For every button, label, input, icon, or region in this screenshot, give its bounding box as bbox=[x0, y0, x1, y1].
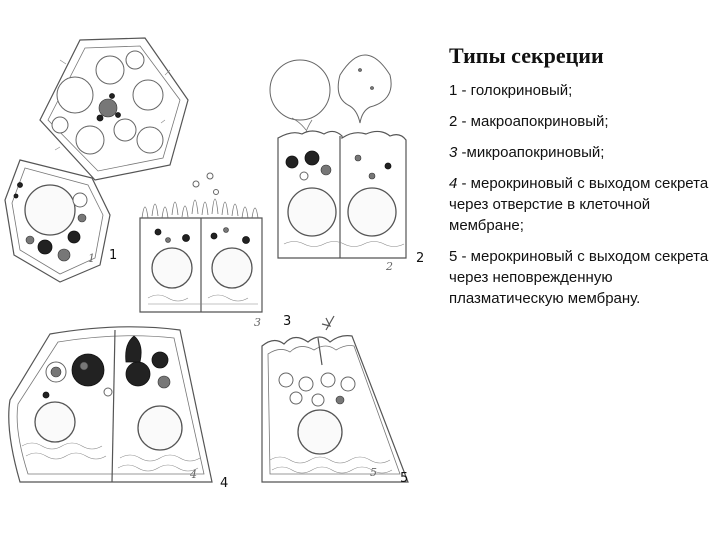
figure-label-1: 1 bbox=[109, 248, 117, 263]
panel-macroapocrine: 2 bbox=[269, 54, 407, 273]
figure-label-5: 5 bbox=[400, 471, 408, 486]
item-text: - мерокриновый с выходом секрета через н… bbox=[449, 248, 709, 307]
secretion-type-item-3: 3 -микроапокриновый; bbox=[449, 142, 711, 163]
secretion-type-item-2: 2 - макроапокриновый; bbox=[449, 111, 711, 132]
secretion-type-item-4: 4 - мерокриновый с выходом секрета через… bbox=[449, 173, 711, 236]
item-text: - макроапокриновый; bbox=[457, 113, 609, 130]
panel-holocrine: 1 bbox=[4, 37, 189, 283]
secretion-types-illustration: 1 3 bbox=[4, 37, 424, 491]
svg-text:3: 3 bbox=[254, 316, 261, 329]
item-text: - голокриновый; bbox=[457, 82, 573, 99]
item-number: 2 bbox=[449, 113, 458, 130]
item-number: 1 bbox=[449, 82, 458, 99]
slide-title: Типы секреции bbox=[449, 43, 604, 68]
svg-text:2: 2 bbox=[385, 260, 393, 273]
panel-microapocrine: 3 bbox=[139, 172, 263, 329]
secretion-type-item-5: 5 - мерокриновый с выходом секрета через… bbox=[449, 246, 711, 309]
svg-text:1: 1 bbox=[88, 252, 95, 265]
figure-label-3: 3 bbox=[283, 314, 291, 329]
item-number: 5 bbox=[449, 248, 458, 265]
secretion-type-item-1: 1 - голокриновый; bbox=[449, 80, 711, 101]
item-text: -микроапокриновый; bbox=[457, 144, 605, 161]
figure-label-4: 4 bbox=[220, 476, 228, 491]
item-text: - мерокриновый с выходом секрета через о… bbox=[449, 175, 709, 234]
panel-merocrine-pore: 4 bbox=[8, 326, 213, 483]
legend-text-panel: Типы секреции 1 - голокриновый; 2 - макр… bbox=[449, 42, 711, 319]
panel-merocrine-membrane: 5 bbox=[261, 315, 409, 483]
svg-text:4: 4 bbox=[189, 468, 197, 481]
item-number: 3 bbox=[449, 144, 458, 161]
svg-text:5: 5 bbox=[370, 466, 377, 479]
figure-label-2: 2 bbox=[416, 251, 424, 266]
item-number: 4 bbox=[449, 175, 458, 192]
